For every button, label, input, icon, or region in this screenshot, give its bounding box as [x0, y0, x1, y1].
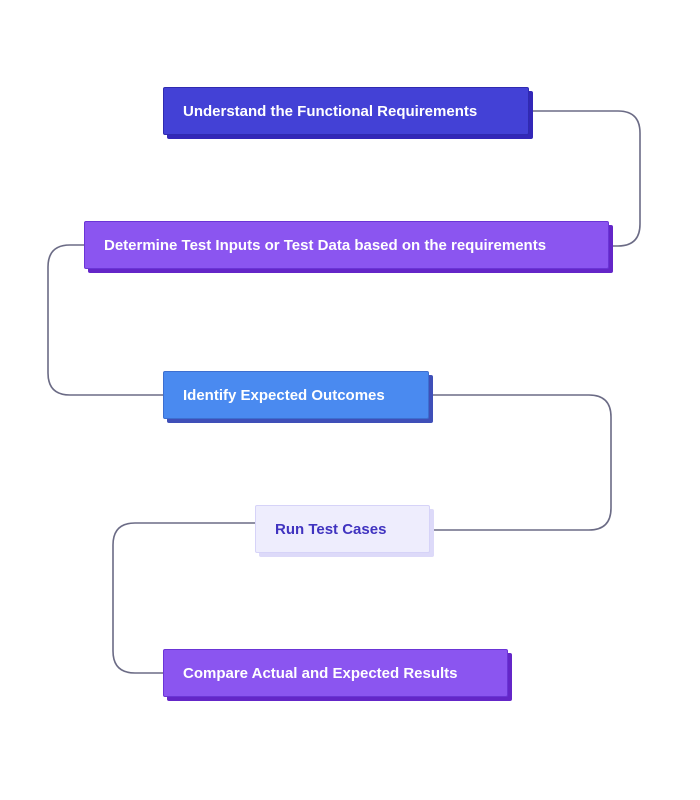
step-label: Understand the Functional Requirements [183, 102, 478, 120]
connector-step1-to-step2 [529, 110, 641, 247]
connector-step3-to-step4 [429, 394, 612, 531]
step-run-test-cases: Run Test Cases [255, 505, 430, 553]
step-understand-requirements: Understand the Functional Requirements [163, 87, 529, 135]
step-label: Compare Actual and Expected Results [183, 664, 458, 682]
step-label: Determine Test Inputs or Test Data based… [104, 236, 547, 254]
step-label: Identify Expected Outcomes [183, 386, 385, 404]
connector-step2-to-step3 [47, 244, 163, 396]
connector-step4-to-step5 [112, 522, 255, 674]
step-compare-results: Compare Actual and Expected Results [163, 649, 508, 697]
step-label: Run Test Cases [275, 520, 387, 538]
step-identify-expected-outcomes: Identify Expected Outcomes [163, 371, 429, 419]
step-determine-test-inputs: Determine Test Inputs or Test Data based… [84, 221, 609, 269]
